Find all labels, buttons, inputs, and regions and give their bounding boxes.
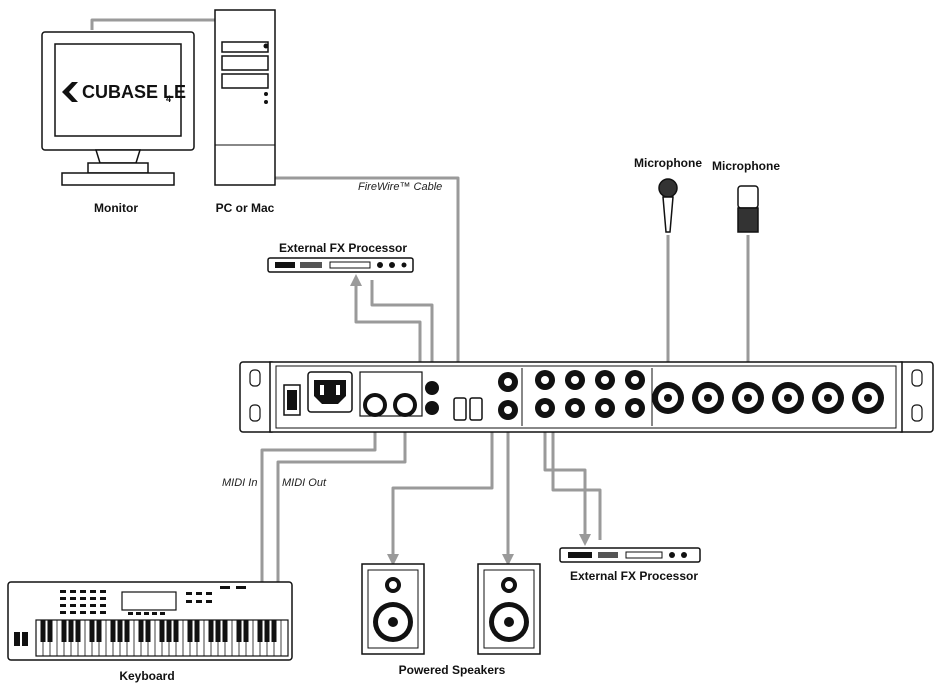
monitor-label: Monitor	[94, 201, 138, 215]
mic-dynamic-label: Microphone	[634, 156, 702, 170]
midi-out-cable	[276, 420, 407, 582]
power-switch-icon	[283, 384, 301, 416]
black-key	[117, 620, 123, 642]
black-key	[264, 620, 270, 642]
black-key	[124, 620, 130, 642]
xlr-jack-icon	[652, 382, 884, 414]
black-key	[47, 620, 53, 642]
pc-tower: PC or Mac	[214, 9, 276, 215]
black-key	[236, 620, 242, 642]
black-key	[110, 620, 116, 642]
fx-top-label: External FX Processor	[279, 241, 407, 255]
firewire-cable	[244, 176, 460, 385]
black-key	[173, 620, 179, 642]
speakers-label: Powered Speakers	[399, 663, 506, 677]
speaker-left	[361, 563, 425, 655]
mic-condenser-label: Microphone	[712, 159, 780, 173]
external-fx-bottom: External FX Processor	[559, 547, 701, 583]
speaker-right	[477, 563, 541, 655]
monitor-pc-cable	[90, 18, 215, 30]
microphone-condenser: Microphone	[712, 159, 780, 233]
microphone-dynamic: Microphone	[634, 156, 702, 233]
external-fx-top: External FX Processor	[267, 241, 414, 273]
fx-bottom-send-cable	[543, 420, 591, 546]
audio-interface	[239, 361, 934, 433]
fx-top-send-cable	[350, 274, 422, 385]
black-key	[257, 620, 263, 642]
black-key	[138, 620, 144, 642]
midi-in-label: MIDI In	[222, 477, 257, 489]
speaker-left-cable	[387, 385, 494, 566]
black-key	[215, 620, 221, 642]
black-key	[222, 620, 228, 642]
black-key	[89, 620, 95, 642]
cubase-title: CUBASE LE	[82, 82, 186, 102]
pc-label: PC or Mac	[216, 201, 275, 215]
black-key	[96, 620, 102, 642]
fx-top-return-cable	[370, 280, 438, 391]
cubase-version: 4	[166, 94, 171, 104]
black-key	[159, 620, 165, 642]
black-key	[208, 620, 214, 642]
fx-bottom-return-cable	[547, 414, 602, 540]
black-key	[243, 620, 249, 642]
black-key	[166, 620, 172, 642]
keyboard: Keyboard	[7, 581, 293, 683]
line-jacks	[535, 370, 645, 418]
monitor: CUBASE LE 4 Monitor	[41, 31, 195, 215]
black-key	[194, 620, 200, 642]
black-key	[68, 620, 74, 642]
keyboard-label: Keyboard	[119, 669, 174, 683]
cubase-logo-icon	[62, 82, 78, 102]
black-key	[187, 620, 193, 642]
black-key	[271, 620, 277, 642]
black-key	[145, 620, 151, 642]
firewire-label: FireWire™ Cable	[358, 181, 442, 193]
black-key	[75, 620, 81, 642]
black-key	[61, 620, 67, 642]
midi-out-label: MIDI Out	[282, 477, 327, 489]
midi-in-cable	[260, 420, 377, 582]
black-key	[40, 620, 46, 642]
fx-bottom-label: External FX Processor	[570, 569, 698, 583]
